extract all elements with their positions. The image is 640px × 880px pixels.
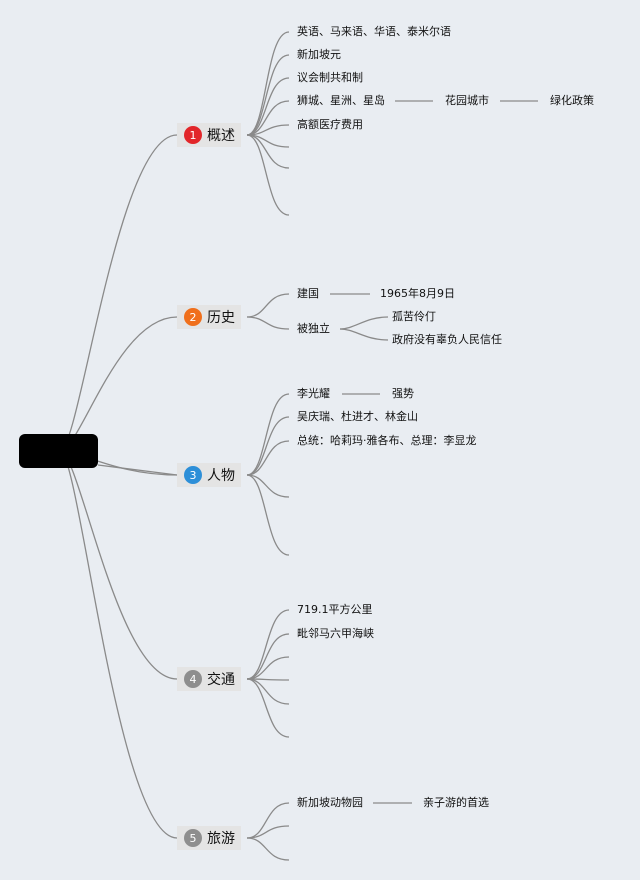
tourism-curve-0 xyxy=(246,802,290,839)
people-curve-0 xyxy=(246,393,290,476)
leaf-government[interactable]: 议会制共和制 xyxy=(297,71,363,84)
overview-curve-1 xyxy=(246,54,290,136)
number-badge-2: 2 xyxy=(184,308,202,326)
tourism-curve-1 xyxy=(246,825,290,839)
leaf-independence[interactable]: 被独立 xyxy=(297,322,330,335)
independence-to-trust xyxy=(339,328,389,341)
transport-curve-5 xyxy=(246,678,290,738)
branch-label-history: 历史 xyxy=(207,310,235,326)
leaf-garden-city[interactable]: 花园城市 xyxy=(445,94,489,107)
leaf-lee-kuan-yew[interactable]: 李光耀 xyxy=(297,387,330,400)
people-curve-1 xyxy=(246,416,290,476)
transport-curve-4 xyxy=(246,678,290,705)
leaf-president-pm[interactable]: 总统：哈莉玛·雅各布、总理：李显龙 xyxy=(297,434,477,447)
root-to-overview xyxy=(59,134,178,452)
tourism-curve-2 xyxy=(246,837,290,861)
branch-people[interactable]: 3 人物 xyxy=(177,463,241,487)
branch-label-people: 人物 xyxy=(207,468,235,484)
branch-label-tourism: 旅游 xyxy=(207,831,235,847)
leaf-strong[interactable]: 强势 xyxy=(392,387,414,400)
transport-curve-2 xyxy=(246,656,290,680)
branch-overview[interactable]: 1 概述 xyxy=(177,123,241,147)
branch-tourism[interactable]: 5 旅游 xyxy=(177,826,241,850)
overview-curve-2 xyxy=(246,77,290,136)
number-badge-1: 1 xyxy=(184,126,202,144)
overview-curve-0 xyxy=(246,31,290,136)
independence-to-lonely xyxy=(339,316,389,330)
leaf-family-trip[interactable]: 亲子游的首选 xyxy=(423,796,489,809)
root-to-tourism xyxy=(59,450,178,839)
number-badge-5: 5 xyxy=(184,829,202,847)
leaf-zoo[interactable]: 新加坡动物园 xyxy=(297,796,363,809)
root-right-to-people xyxy=(97,464,178,476)
branch-history[interactable]: 2 历史 xyxy=(177,305,241,329)
number-badge-3: 3 xyxy=(184,466,202,484)
number-badge-4: 4 xyxy=(184,670,202,688)
leaf-currency[interactable]: 新加坡元 xyxy=(297,48,341,61)
history-curve-0 xyxy=(246,293,290,318)
leaf-greening-policy[interactable]: 绿化政策 xyxy=(550,94,594,107)
leaf-founding-leaders[interactable]: 吴庆瑞、杜进才、林金山 xyxy=(297,410,418,423)
branch-transport[interactable]: 4 交通 xyxy=(177,667,241,691)
leaf-government-trust[interactable]: 政府没有辜负人民信任 xyxy=(392,333,502,346)
history-curve-1 xyxy=(246,316,290,330)
branch-label-transport: 交通 xyxy=(207,672,235,688)
overview-curve-3 xyxy=(246,100,290,136)
leaf-languages[interactable]: 英语、马来语、华语、泰米尔语 xyxy=(297,25,451,38)
root-node[interactable] xyxy=(19,434,98,468)
branch-label-overview: 概述 xyxy=(207,128,235,144)
leaf-nicknames[interactable]: 狮城、星洲、星岛 xyxy=(297,94,385,107)
leaf-area[interactable]: 719.1平方公里 xyxy=(297,603,373,616)
transport-curve-0 xyxy=(246,609,290,680)
people-curve-2 xyxy=(246,440,290,476)
overview-curve-6 xyxy=(246,134,290,169)
leaf-founding[interactable]: 建国 xyxy=(297,287,319,300)
leaf-medical-costs[interactable]: 高额医疗费用 xyxy=(297,118,363,131)
leaf-lonely[interactable]: 孤苦伶仃 xyxy=(392,310,436,323)
root-to-history xyxy=(59,316,178,452)
overview-curve-7 xyxy=(246,134,290,216)
root-to-transport xyxy=(59,450,178,680)
leaf-founding-date[interactable]: 1965年8月9日 xyxy=(380,287,455,300)
leaf-strait[interactable]: 毗邻马六甲海峡 xyxy=(297,627,374,640)
people-curve-3 xyxy=(246,474,290,498)
people-curve-4 xyxy=(246,474,290,556)
